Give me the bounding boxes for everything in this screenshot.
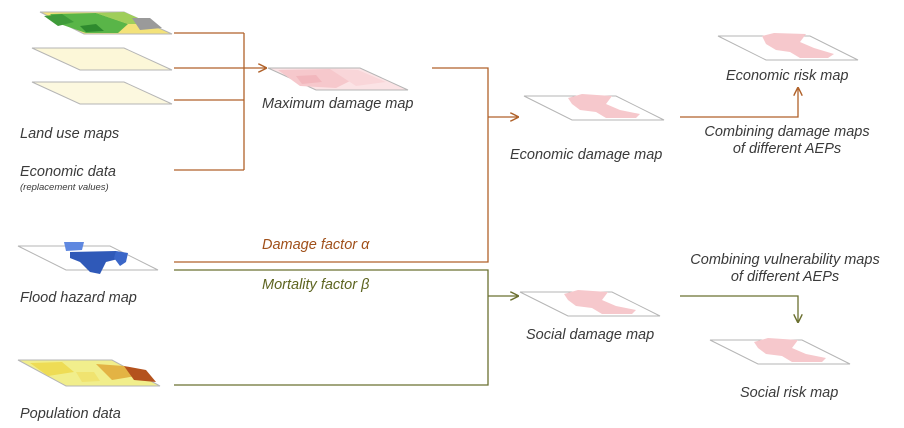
replacement-values-label: (replacement values): [20, 182, 109, 193]
social-damage-map-label: Social damage map: [526, 327, 655, 343]
social-connectors: [174, 269, 798, 386]
combining-damage-line-2: of different AEPs: [732, 140, 842, 157]
social-damage-map-layer: [519, 290, 661, 317]
social-risk-map-label: Social risk map: [740, 385, 839, 401]
economic-damage-map-label: Economic damage map: [510, 147, 663, 163]
maximum-damage-map-label: Maximum damage map: [262, 96, 414, 112]
flood-hazard-map-label: Flood hazard map: [20, 290, 137, 306]
population-data-layer: [17, 359, 161, 387]
economic-damage-map-layer: [523, 94, 665, 121]
combining-vulnerability-line-1: Combining vulnerability maps: [690, 252, 880, 268]
damage-factor-label: Damage factor α: [262, 237, 370, 253]
land-use-map-stack: [31, 11, 173, 105]
land-use-maps-label: Land use maps: [20, 126, 120, 142]
combining-vulnerability-line-2: of different AEPs: [730, 268, 840, 285]
economic-data-label: Economic data: [20, 164, 116, 180]
mortality-factor-label: Mortality factor β: [262, 277, 370, 293]
combining-damage-line-1: Combining damage maps: [704, 124, 870, 140]
combining-vulnerability-maps-note: Combining vulnerability maps of differen…: [678, 252, 892, 285]
economic-risk-map-label: Economic risk map: [726, 68, 849, 84]
population-data-label: Population data: [20, 406, 121, 422]
economic-connectors: [174, 32, 798, 263]
maximum-damage-map-layer: [267, 67, 409, 91]
flood-hazard-map-layer: [17, 242, 159, 274]
combining-damage-maps-note: Combining damage maps of different AEPs: [694, 124, 880, 157]
social-risk-map-layer: [709, 338, 851, 365]
economic-risk-map-layer: [717, 33, 859, 61]
